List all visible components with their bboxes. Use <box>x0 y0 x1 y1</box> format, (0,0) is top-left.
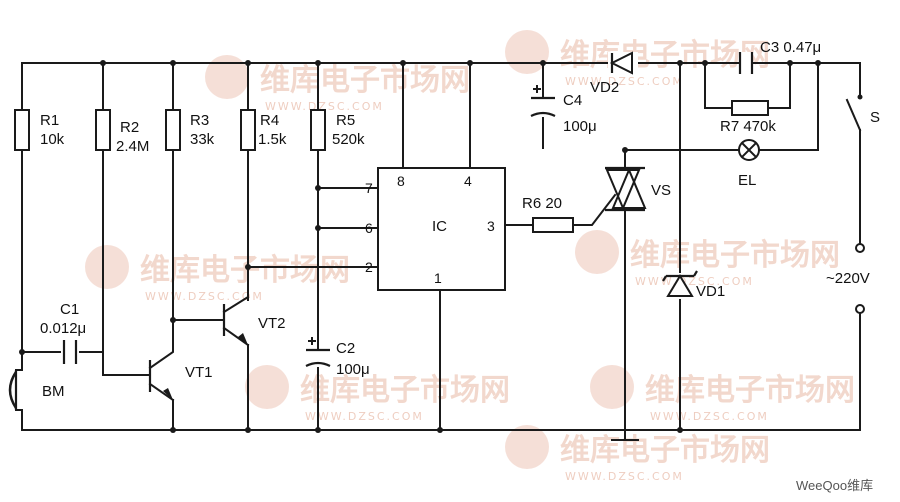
ic-pin-6: 6 <box>365 220 373 236</box>
c1-label: C1 <box>60 301 79 318</box>
diode-vd2 <box>608 51 638 75</box>
watermark-logo-icon <box>575 230 619 274</box>
vd2-label: VD2 <box>590 79 619 96</box>
watermark-url: WWW.DZSC.COM <box>305 410 424 423</box>
el-wire <box>624 62 819 151</box>
vd1-label: VD1 <box>696 283 725 300</box>
ac-terminal-bottom <box>855 304 865 314</box>
ic-pin-4: 4 <box>464 173 472 189</box>
r4-value: 1.5k <box>258 131 287 148</box>
r2-value: 2.4M <box>116 138 149 155</box>
ac-terminal-top <box>855 243 865 253</box>
watermark-text: 维库电子市场网 <box>300 373 510 408</box>
s-label: S <box>870 109 880 126</box>
component-labels: R1 10k R2 2.4M R3 33k R4 1.5k R5 520k C1… <box>40 39 880 400</box>
vt1-label: VT1 <box>185 364 213 381</box>
brand-watermark: WeeQoo维库 <box>796 478 873 493</box>
ic-pin-3: 3 <box>487 218 495 234</box>
watermark-url: WWW.DZSC.COM <box>265 100 384 113</box>
vt2-label: VT2 <box>258 315 286 332</box>
r3-value: 33k <box>190 131 215 148</box>
watermark-url: WWW.DZSC.COM <box>635 275 754 288</box>
resistor-r2 <box>95 109 111 151</box>
lamp-el <box>738 139 760 161</box>
watermark-layer: 维库电子市场网 WWW.DZSC.COM 维库电子市场网 WWW.DZSC.CO… <box>85 30 855 483</box>
capacitor-c4 <box>530 85 556 117</box>
watermark-text: 维库电子市场网 <box>560 38 770 73</box>
ic-pin-2: 2 <box>365 259 373 275</box>
watermark-url: WWW.DZSC.COM <box>565 75 684 88</box>
pin3-wire <box>504 193 617 226</box>
watermark-logo-icon <box>590 365 634 409</box>
r5-label: R5 <box>336 112 355 129</box>
transistor-vt1 <box>148 319 175 402</box>
resistor-r5 <box>310 109 326 151</box>
watermark-url: WWW.DZSC.COM <box>565 470 684 483</box>
watermark-text: 维库电子市场网 <box>560 433 770 468</box>
resistor-r1 <box>14 109 30 151</box>
ac-voltage-label: ~220V <box>826 270 870 287</box>
switch-s <box>845 94 863 132</box>
watermark-text: 维库电子市场网 <box>630 238 840 273</box>
c4-value: 100μ <box>563 118 597 135</box>
r1-value: 10k <box>40 131 65 148</box>
watermark-url: WWW.DZSC.COM <box>650 410 769 423</box>
watermark-text: 维库电子市场网 <box>140 253 350 288</box>
microphone-bm <box>8 369 23 411</box>
resistor-r6 <box>532 217 574 233</box>
r3-label: R3 <box>190 112 209 129</box>
resistor-r3 <box>165 109 181 151</box>
r7-wire <box>704 62 791 109</box>
ic-pin-7: 7 <box>365 180 373 196</box>
pin8-pin4-wire <box>402 62 471 169</box>
vs-label: VS <box>651 182 671 199</box>
pin7-pin6-wire <box>317 187 379 229</box>
r2-wire <box>102 62 151 376</box>
watermark-logo-icon <box>85 245 129 289</box>
capacitor-c1 <box>62 340 78 364</box>
watermark-logo-icon <box>205 55 249 99</box>
r4-label: R4 <box>260 112 279 129</box>
r7-label: R7 470k <box>720 118 776 135</box>
watermark-text: 维库电子市场网 <box>260 63 470 98</box>
el-label: EL <box>738 172 756 189</box>
transistor-vt2 <box>222 295 250 347</box>
c2-value: 100μ <box>336 361 370 378</box>
ic-pin-1: 1 <box>434 270 442 286</box>
zener-diode-vd1 <box>662 270 698 297</box>
ic-label: IC <box>432 218 447 235</box>
ic-chip <box>377 167 506 291</box>
r2-label: R2 <box>120 119 139 136</box>
watermark-logo-icon <box>245 365 289 409</box>
resistor-r4 <box>240 109 256 151</box>
r5-value: 520k <box>332 131 365 148</box>
c1-value: 0.012μ <box>40 320 86 337</box>
c3-label: C3 0.47μ <box>760 39 821 56</box>
triac-vs <box>605 166 647 212</box>
watermark-text: 维库电子市场网 <box>645 373 855 408</box>
watermark-logo-icon <box>505 425 549 469</box>
r1-label: R1 <box>40 112 59 129</box>
capacitor-c2 <box>305 337 331 367</box>
ic-pin-8: 8 <box>397 173 405 189</box>
capacitor-c3 <box>738 52 754 74</box>
r6-label: R6 20 <box>522 195 562 212</box>
resistor-r7 <box>731 100 769 116</box>
c2-label: C2 <box>336 340 355 357</box>
bm-label: BM <box>42 383 65 400</box>
watermark-url: WWW.DZSC.COM <box>145 290 264 303</box>
c4-label: C4 <box>563 92 582 109</box>
